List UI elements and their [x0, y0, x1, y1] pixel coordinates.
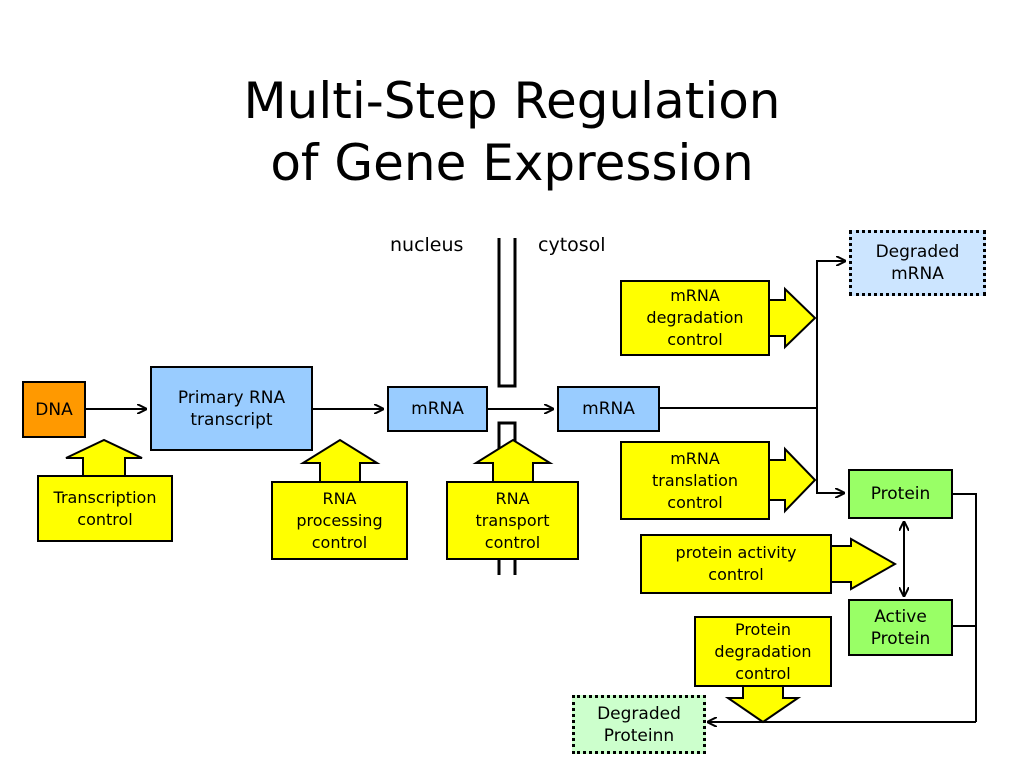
arrow-mrna-to-protein [660, 407, 844, 493]
nucleus-label: nucleus [390, 234, 464, 256]
protein-box: Protein [848, 469, 953, 519]
active-protein-box: Active Protein [848, 599, 953, 656]
rna-processing-control-label: RNA processing control [296, 488, 383, 552]
primary-rna-transcript-box: Primary RNA transcript [150, 366, 313, 451]
mrna-degradation-control-label: mRNA degradation control [646, 286, 744, 349]
mrna-translation-control-label: mRNA translation control [651, 448, 739, 512]
rna-transport-control-box: RNA transport control [446, 481, 579, 560]
degraded-protein-label: Degraded Proteinn [597, 703, 681, 746]
dna-box: DNA [22, 381, 86, 438]
page-title: Multi-Step Regulation of Gene Expression [0, 70, 1024, 194]
title-line-1: Multi-Step Regulation [243, 72, 781, 130]
protein-degradation-control-box: Protein degradation control [694, 616, 832, 687]
active-protein-label: Active Protein [870, 606, 931, 649]
mrna-nucleus-label: mRNA [411, 399, 464, 419]
transcription-control-label: Transcription control [53, 487, 157, 529]
mrna-translation-control-box: mRNA translation control [620, 441, 770, 520]
degraded-mrna-label: Degraded mRNA [875, 242, 960, 284]
title-line-2: of Gene Expression [270, 134, 754, 192]
degraded-protein-box: Degraded Proteinn [572, 695, 706, 754]
rna-processing-control-box: RNA processing control [271, 481, 408, 560]
cytosol-label: cytosol [538, 234, 606, 256]
transcription-control-box: Transcription control [37, 475, 173, 542]
mrna-cytosol-box: mRNA [557, 386, 660, 432]
degraded-mrna-box: Degraded mRNA [849, 230, 986, 296]
protein-activity-control-box: protein activity control [640, 534, 832, 594]
primary-rna-transcript-label: Primary RNA transcript [177, 387, 286, 430]
line-protein-to-degradation [953, 493, 977, 722]
protein-label: Protein [870, 484, 931, 504]
dna-label: DNA [35, 399, 73, 420]
protein-degradation-control-label: Protein degradation control [714, 619, 812, 683]
mrna-degradation-control-box: mRNA degradation control [620, 280, 770, 356]
arrow-mrna-to-degraded [816, 261, 845, 408]
mrna-cytosol-label: mRNA [582, 399, 635, 419]
mrna-nucleus-box: mRNA [387, 386, 488, 432]
rna-transport-control-label: RNA transport control [475, 488, 550, 552]
protein-activity-control-label: protein activity control [675, 543, 797, 584]
